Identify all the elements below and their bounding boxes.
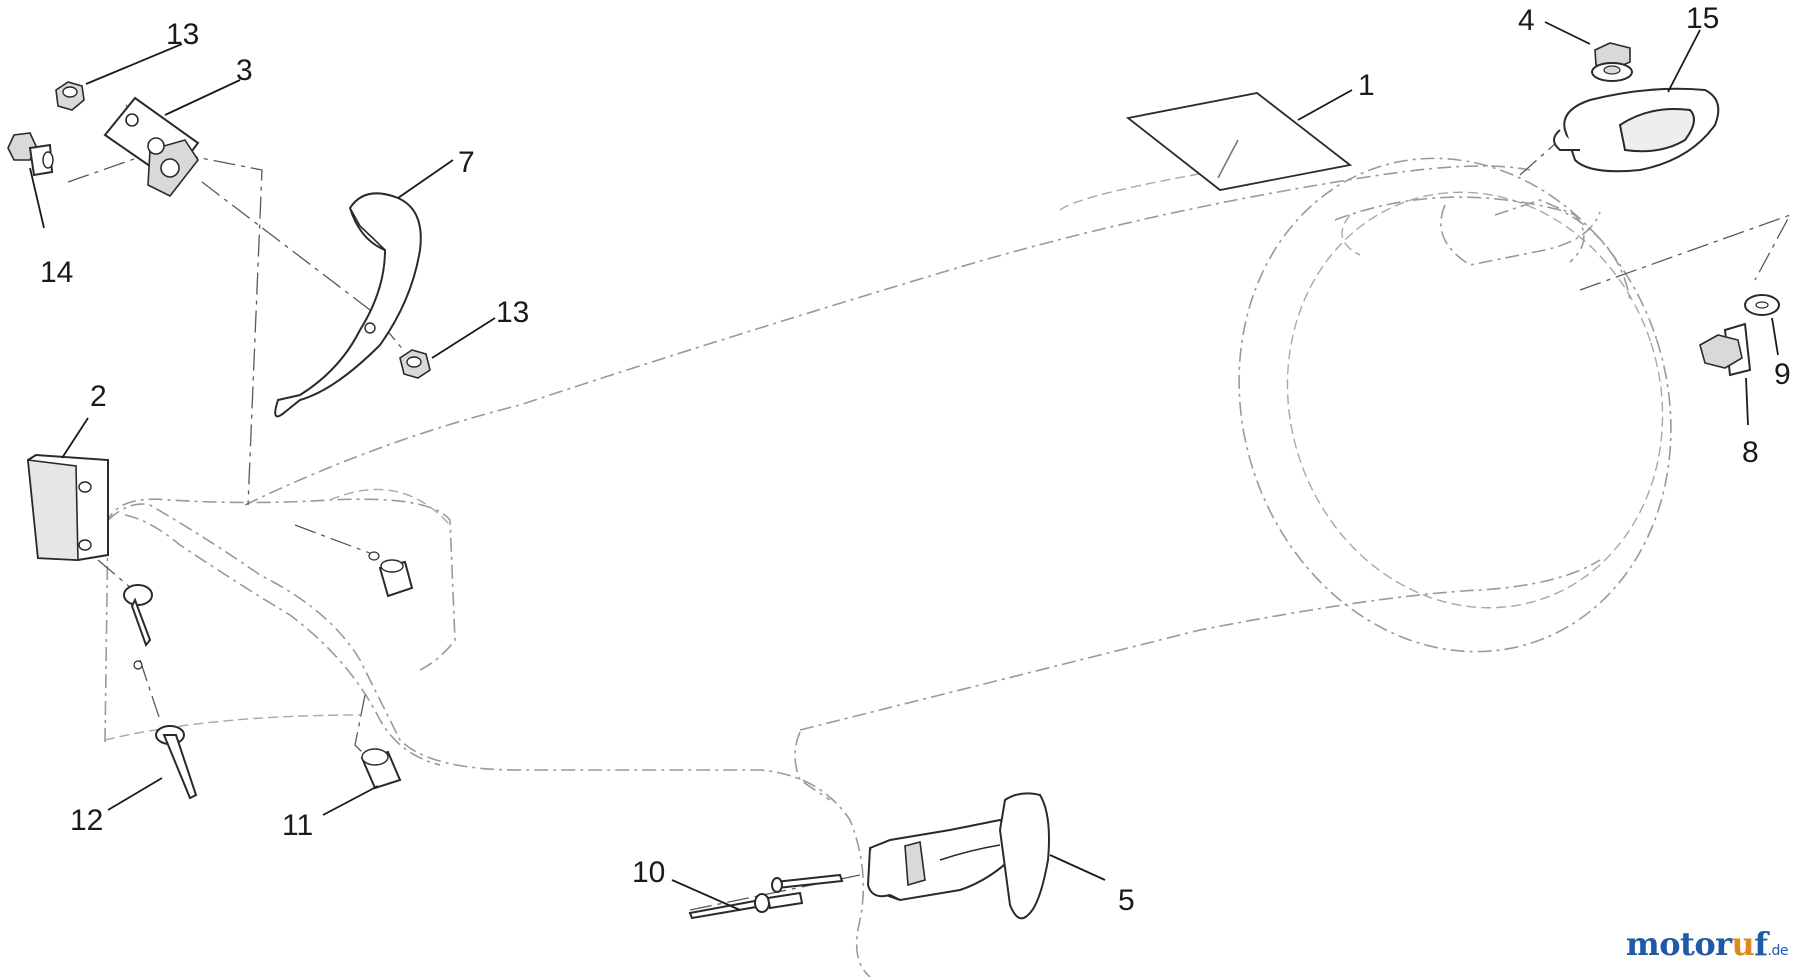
watermark-accent: u (1731, 925, 1755, 963)
callout-5: 5 (1118, 884, 1135, 917)
callout-15: 15 (1686, 2, 1719, 35)
pull-handle-part (1553, 87, 1720, 173)
leader-lines (29, 21, 1779, 911)
washer-part (1744, 294, 1780, 316)
brand-watermark: motoruf.de (1625, 925, 1789, 963)
flange-bolt (7, 132, 54, 177)
assembly-axes (67, 104, 1792, 911)
watermark-suffix: .de (1767, 943, 1789, 959)
callout-3: 3 (236, 54, 253, 87)
callout-9: 9 (1774, 358, 1791, 391)
watermark-head: motor (1625, 925, 1732, 963)
rivet-upper (123, 584, 153, 648)
callout-8: 8 (1742, 436, 1759, 469)
shoulder-rivet-11 (360, 748, 402, 790)
callout-labels: 13 3 14 7 13 2 1 4 15 9 8 5 10 11 12 (40, 2, 1791, 917)
hex-bolt-part (1699, 322, 1752, 377)
decal-part (1125, 92, 1353, 191)
callout-12: 12 (70, 804, 103, 837)
callout-1: 1 (1358, 69, 1375, 102)
knob-fastener (1591, 42, 1633, 82)
angle-bracket-part (26, 453, 109, 562)
callout-2: 2 (90, 380, 107, 413)
roll-pin-small (368, 551, 380, 561)
hex-nut-top (55, 81, 85, 111)
callout-14: 14 (40, 256, 73, 289)
t-handle-latch-part (866, 792, 1050, 920)
watermark-tail: f (1754, 925, 1768, 963)
callout-7: 7 (458, 146, 475, 179)
latch-hook-part (274, 192, 422, 418)
bracket-part (103, 96, 200, 198)
callout-4: 4 (1518, 4, 1535, 37)
callout-10: 10 (632, 856, 665, 889)
callout-11: 11 (282, 809, 313, 842)
callout-13-mid: 13 (496, 296, 529, 329)
pop-rivet-10 (688, 873, 844, 920)
hex-nut-mid (399, 349, 431, 379)
housing-outline (104, 157, 1672, 977)
callout-13-top: 13 (166, 18, 199, 51)
pop-rivet-12 (133, 660, 198, 800)
spacer-sleeve (378, 559, 414, 598)
